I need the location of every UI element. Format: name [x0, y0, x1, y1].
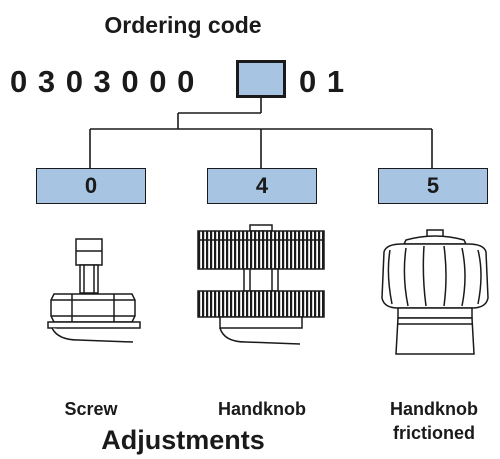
ordering-code-placeholder-box [236, 60, 286, 98]
ordering-code-prefix: 0 3 0 3 0 0 0 [10, 64, 196, 99]
option-label-handknob: Handknob [218, 399, 306, 419]
option-box-handknob-frictioned: 5 [378, 168, 488, 204]
option-label-line-1: Handknob [390, 399, 478, 419]
handknob-frictioned-icon [381, 229, 489, 355]
ordering-code-suffix: 0 1 [299, 64, 346, 99]
page-title: Ordering code [104, 12, 262, 38]
handknob-icon [197, 224, 325, 345]
option-label-line-2: frictioned [392, 423, 475, 443]
screw-icon [47, 238, 141, 343]
option-label-handknob-frictioned: Handknob frictioned [368, 397, 500, 445]
option-label-screw: Screw [64, 399, 118, 419]
option-box-screw: 0 [36, 168, 146, 204]
option-box-handknob: 4 [207, 168, 317, 204]
section-footer-title: Adjustments [101, 425, 265, 455]
